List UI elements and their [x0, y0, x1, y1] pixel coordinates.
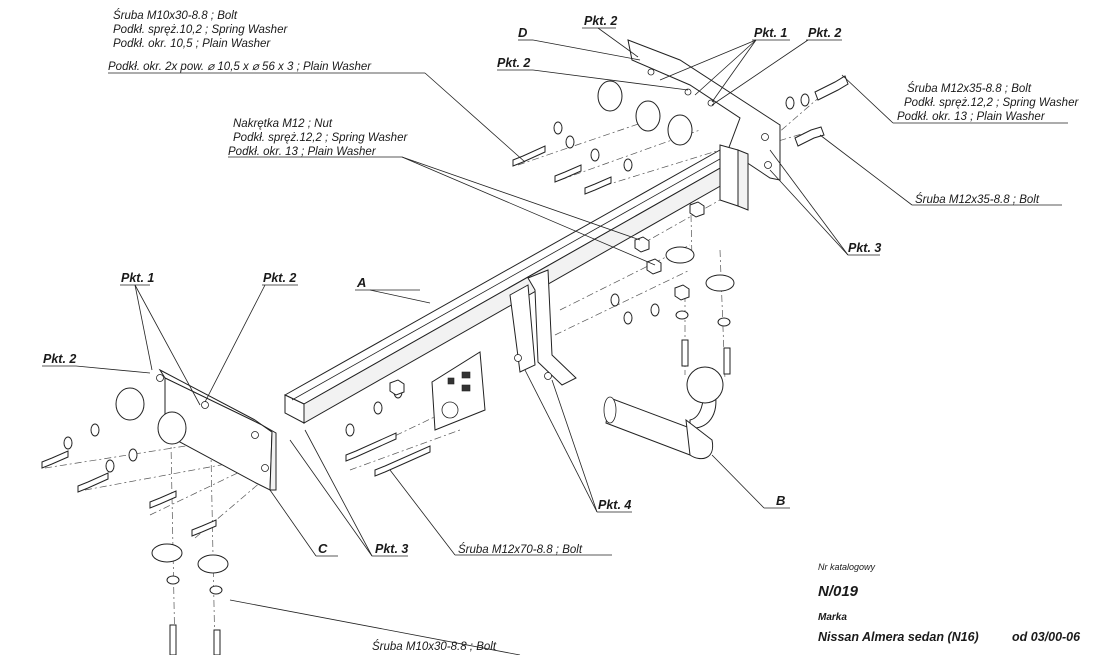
part-letter-c: C — [318, 541, 328, 556]
callout-spring-washer-12: Podkł. spręż.12,2 ; Spring Washer — [233, 132, 408, 144]
callout-spring-washer-12-b: Podkł. spręż.12,2 ; Spring Washer — [904, 97, 1079, 109]
callout-nut-m12: Nakrętka M12 ; Nut — [233, 118, 333, 130]
plain-washers-large — [115, 80, 735, 574]
catalog-number: N/019 — [818, 583, 859, 600]
part-letter-b: B — [776, 493, 785, 508]
callout-plain-washer-13-b: Podkł. okr. 13 ; Plain Washer — [897, 111, 1046, 123]
small-washers — [63, 93, 810, 595]
socket-plate — [431, 351, 486, 431]
vehicle-date-range: od 03/00-06 — [1012, 630, 1081, 644]
callout-plain-washer-10: Podkł. okr. 10,5 ; Plain Washer — [113, 38, 271, 50]
part-letter-d: D — [518, 25, 528, 40]
pkt2-label-upper-mid: Pkt. 2 — [497, 56, 530, 70]
brand-label: Marka — [818, 612, 847, 623]
callout-bolt-m12x70: Śruba M12x70-8.8 ; Bolt — [458, 543, 583, 556]
pkt3-label-bottom: Pkt. 3 — [375, 542, 408, 556]
vehicle-model: Nissan Almera sedan (N16) — [818, 630, 979, 644]
callout-spring-washer-10: Podkł. spręż.10,2 ; Spring Washer — [113, 24, 288, 36]
callout-top-right: Śruba M12x35-8.8 ; Bolt Podkł. spręż.12,… — [897, 82, 1079, 123]
callout-top-left: Śruba M10x30-8.8 ; Bolt Podkł. spręż.10,… — [108, 9, 372, 73]
pkt3-label-right: Pkt. 3 — [848, 241, 881, 255]
tow-ball-neck — [603, 366, 724, 460]
callout-bolt-m12x35-b: Śruba M12x35-8.8 ; Bolt — [915, 193, 1040, 206]
callout-plain-washer-13: Podkł. okr. 13 ; Plain Washer — [228, 146, 377, 158]
pkt2-label-left-upper: Pkt. 2 — [263, 271, 296, 285]
bolts — [41, 75, 849, 655]
nuts — [389, 201, 705, 396]
callout-bolt-m12x35-a: Śruba M12x35-8.8 ; Bolt — [907, 82, 1032, 95]
catalog-number-label: Nr katalogowy — [818, 562, 876, 572]
centre-mount — [509, 269, 577, 386]
leader-lines — [42, 27, 1068, 655]
pkt4-label: Pkt. 4 — [598, 498, 631, 512]
title-block: Nr katalogowy N/019 Marka Nissan Almera … — [818, 562, 1081, 644]
point-labels: Pkt. 2 Pkt. 1 Pkt. 2 Pkt. 2 Pkt. 3 Pkt. … — [43, 14, 881, 556]
callout-bolt-m10-bottom: Śruba M10x30-8.8 ; Bolt — [372, 640, 497, 653]
main-crossbeam — [283, 149, 740, 424]
left-side-bracket — [156, 368, 277, 491]
callout-nut-group: Nakrętka M12 ; Nut Podkł. spręż.12,2 ; S… — [228, 118, 408, 158]
part-letter-a: A — [356, 275, 366, 290]
pkt1-label-top-right: Pkt. 1 — [754, 26, 787, 40]
pkt2-label-top-right: Pkt. 2 — [808, 26, 841, 40]
pkt2-label-top: Pkt. 2 — [584, 14, 617, 28]
callout-plain-washer-large: Podkł. okr. 2x pow. ⌀ 10,5 x ⌀ 56 x 3 ; … — [108, 61, 372, 73]
pkt2-label-left: Pkt. 2 — [43, 352, 76, 366]
callout-bolt-m10: Śruba M10x30-8.8 ; Bolt — [113, 9, 238, 22]
part-letters: A B C D — [318, 25, 785, 556]
pkt1-label-left: Pkt. 1 — [121, 271, 154, 285]
